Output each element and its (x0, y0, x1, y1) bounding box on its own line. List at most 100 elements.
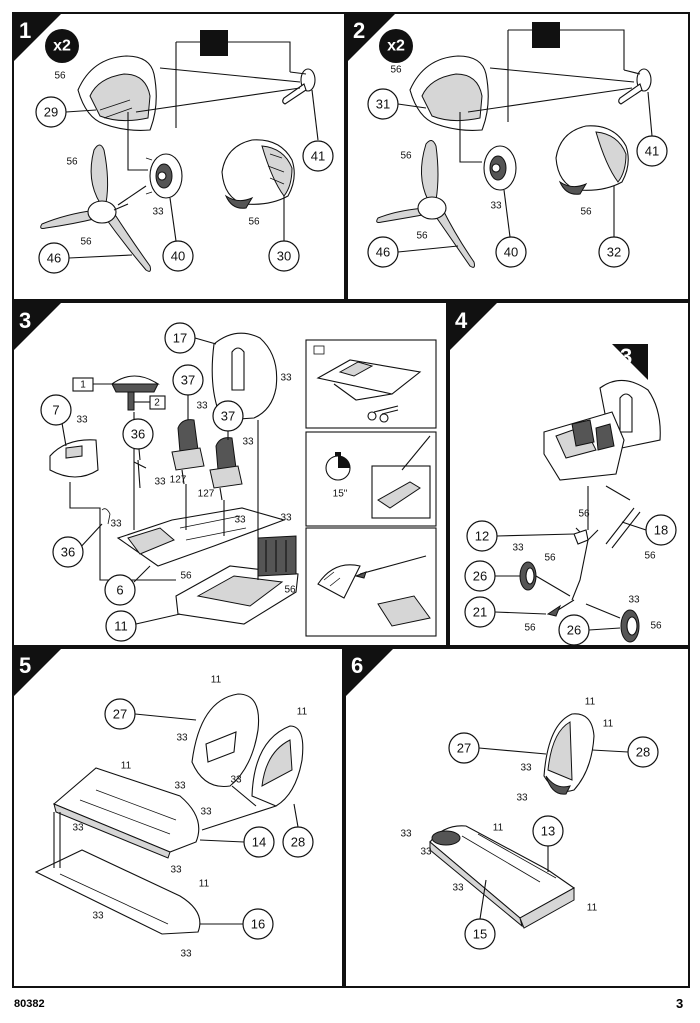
water-soak-hint: 15" (305, 431, 437, 527)
step-3-number: 3 (19, 308, 31, 333)
floor-illustration (116, 507, 286, 567)
step-6-panel: 6 27 28 13 15 11 11 33 33 33 11 33 33 11 (344, 647, 690, 988)
part-41-callout: 41 (302, 89, 334, 172)
note-box (200, 30, 228, 56)
svg-text:21: 21 (473, 605, 487, 620)
step-1-corner (13, 13, 62, 62)
paint-code: 56 (248, 217, 260, 228)
part-31-callout: 31 (367, 88, 427, 120)
landing-gear-illustration (571, 507, 641, 601)
multiplier-label: x2 (387, 38, 405, 55)
svg-text:56: 56 (544, 553, 556, 564)
spinner-shell-illustration (409, 55, 489, 131)
paint-code: 33 (152, 207, 164, 218)
part-27-callout: 27 (104, 698, 197, 730)
part-26-callout: 26 (558, 614, 621, 646)
svg-text:56: 56 (400, 151, 412, 162)
part-46-callout: 46 (38, 242, 133, 274)
step-2-number: 2 (353, 18, 365, 43)
svg-text:56: 56 (180, 571, 192, 582)
svg-text:33: 33 (280, 373, 292, 384)
svg-text:27: 27 (457, 741, 471, 756)
part-30-callout: 30 (268, 196, 300, 272)
svg-text:33: 33 (92, 911, 104, 922)
svg-text:33: 33 (280, 513, 292, 524)
svg-text:33: 33 (176, 733, 188, 744)
axle-disk-illustration (483, 145, 517, 191)
step-3-panel: 3 1 2 (12, 301, 448, 647)
svg-text:18: 18 (654, 523, 668, 538)
part-28-callout: 28 (282, 803, 314, 858)
stopwatch-icon (325, 452, 351, 481)
svg-text:11: 11 (121, 761, 132, 772)
svg-text:37: 37 (181, 373, 195, 388)
part-14-callout: 14 (199, 826, 275, 858)
page-number: 3 (676, 996, 684, 1011)
engine-cowling-icon (555, 125, 629, 195)
svg-text:33: 33 (400, 829, 412, 840)
part-6-callout: 6 (104, 565, 151, 606)
paint-code: 56 (54, 71, 66, 82)
part-18-callout: 18 (621, 514, 677, 546)
apply-decal-hint (305, 527, 437, 637)
part-29-callout: 29 (35, 96, 97, 128)
part-15-callout: 15 (464, 879, 496, 950)
svg-text:28: 28 (636, 745, 650, 760)
paint-code: 56 (66, 157, 78, 168)
svg-text:56: 56 (644, 551, 656, 562)
part-32-callout: 32 (598, 186, 630, 268)
part-12-callout: 12 (466, 520, 575, 552)
svg-text:33: 33 (242, 437, 254, 448)
svg-text:15: 15 (473, 927, 487, 942)
axle-disk-illustration (145, 153, 183, 199)
svg-text:33: 33 (174, 781, 186, 792)
part-36-callout: 36 (122, 418, 154, 461)
svg-text:33: 33 (490, 201, 502, 212)
svg-text:37: 37 (221, 409, 235, 424)
svg-text:13: 13 (541, 824, 555, 839)
part-40-callout: 40 (162, 197, 194, 272)
svg-text:11: 11 (493, 823, 504, 834)
svg-text:33: 33 (154, 477, 166, 488)
svg-text:56: 56 (284, 585, 296, 596)
step-5-number: 5 (19, 653, 31, 678)
callout-1-label: 1 (80, 380, 86, 391)
svg-text:11: 11 (211, 675, 222, 686)
svg-text:36: 36 (61, 545, 75, 560)
part-37-callout: 37 (172, 364, 204, 420)
svg-text:56: 56 (650, 621, 662, 632)
spinner-shell-illustration (77, 55, 157, 131)
step-1-number: 1 (19, 18, 31, 43)
wheel-icon (620, 609, 640, 643)
svg-text:127: 127 (170, 475, 187, 486)
svg-text:56: 56 (524, 623, 536, 634)
svg-text:46: 46 (47, 251, 61, 266)
svg-text:3: 3 (620, 344, 632, 369)
part-26-callout: 26 (464, 560, 520, 592)
engine-cowling-icon (221, 139, 295, 209)
svg-text:32: 32 (607, 245, 621, 260)
svg-text:56: 56 (580, 207, 592, 218)
svg-text:7: 7 (52, 403, 59, 418)
svg-text:56: 56 (390, 65, 402, 76)
svg-text:33: 33 (72, 823, 84, 834)
svg-text:56: 56 (416, 231, 428, 242)
kit-code: 80382 (14, 998, 45, 1010)
fin-left-illustration (191, 693, 260, 788)
instrument-panel-illustration: 1 2 (72, 375, 166, 411)
windscreen-illustration (49, 439, 99, 478)
svg-text:11: 11 (199, 879, 210, 890)
cockpit-assembly-illustration (543, 379, 661, 481)
paint-code: 56 (80, 237, 92, 248)
multiplier-label: x2 (53, 38, 71, 55)
soak-time: 15" (333, 489, 348, 500)
tailplane-lower-illustration (34, 849, 201, 935)
svg-text:56: 56 (578, 509, 590, 520)
svg-text:41: 41 (311, 149, 325, 164)
part-36-callout: 36 (52, 523, 103, 568)
svg-text:6: 6 (116, 583, 123, 598)
part-13-callout: 13 (532, 815, 564, 872)
svg-text:33: 33 (200, 807, 212, 818)
paint-brush-icon (354, 555, 427, 579)
